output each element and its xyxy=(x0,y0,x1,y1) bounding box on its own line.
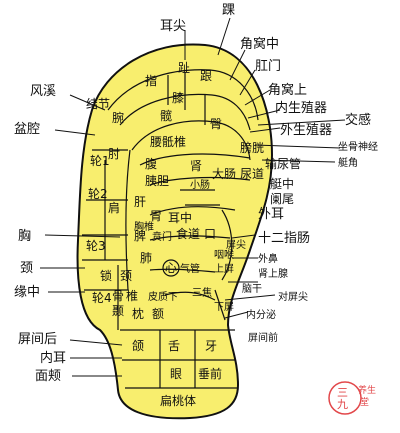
ear-label-suo: 锁 xyxy=(100,268,112,283)
label-gang-men: 肛门 xyxy=(255,59,281,74)
ear-label-she: 舌 xyxy=(168,339,180,353)
ear-label-zhi-2: 趾 xyxy=(178,61,190,75)
watermark-char-1: 三 xyxy=(337,386,348,399)
ear-label-yi-dan: 胰胆 xyxy=(145,174,169,188)
label-wai-er: 外耳 xyxy=(258,207,284,222)
ear-label-fei: 肺 xyxy=(140,251,152,265)
ear-label-e: 额 xyxy=(152,307,164,321)
label-mian-jia: 面颊 xyxy=(35,369,61,384)
ear-label-yan-hou: 咽喉 xyxy=(214,249,234,261)
ear-label-pi: 脾 xyxy=(134,228,146,243)
ear-label-gen: 跟 xyxy=(200,69,212,83)
ear-label-ya: 牙 xyxy=(205,339,217,353)
ear-label-fu: 腹 xyxy=(145,157,157,171)
label-jiao-wo-zhong: 角窝中 xyxy=(240,36,279,52)
ear-label-lun-4: 轮4 xyxy=(92,291,112,305)
ear-label-xiong-zhui: 胸椎 xyxy=(134,220,154,233)
label-feng-xi: 风溪 xyxy=(30,84,56,99)
ear-label-shang-ping: 上屏 xyxy=(214,263,234,275)
label-huai: 踝 xyxy=(222,3,235,18)
ear-label-qi-guan: 气管 xyxy=(180,262,200,275)
ear-region-labels: 指 趾 跟 膝 腕 结节 髋 腰骶椎 臀 膀胱 输尿管 轮1 肘 轮2 肩 轮3… xyxy=(86,61,301,408)
ear-label-zhen: 枕 xyxy=(132,306,144,321)
ear-label-gan: 肝 xyxy=(134,195,146,209)
ear-label-pang-guang: 膀胱 xyxy=(240,140,264,155)
ear-label-zhou: 肘 xyxy=(108,146,120,161)
label-xiong: 胸 xyxy=(18,229,31,244)
ear-label-chui-qian: 垂前 xyxy=(198,366,222,381)
ear-label-lan-wei: 阑尾 xyxy=(270,191,294,206)
ear-label-pi-zhi-xia: 皮质下 xyxy=(148,290,178,303)
ear-label-he: 颌 xyxy=(132,338,144,353)
ear-label-kou: 口 xyxy=(204,227,216,241)
label-ping-jian-hou: 屏间后 xyxy=(18,332,57,347)
ear-label-niao-dao: 尿道 xyxy=(240,167,264,181)
watermark-char-2: 九 xyxy=(337,398,348,411)
ear-label-tun: 臀 xyxy=(210,117,222,131)
outer-labels: 耳尖 踝 角窝中 肛门 角窝上 内生殖器 交感 外生殖器 坐骨神经 艇角 风溪 … xyxy=(14,3,378,384)
label-zuo-gu-shen-jing: 坐骨神经 xyxy=(338,140,378,153)
label-nei-fen-mi: 内分泌 xyxy=(246,308,276,321)
watermark-text-1: 养生 xyxy=(358,384,376,396)
ear-label-bian-tao-ti: 扁桃体 xyxy=(160,393,196,408)
label-ting-jiao: 艇角 xyxy=(338,156,358,169)
label-nao-gan: 脑干 xyxy=(242,282,262,295)
leader-lines xyxy=(40,17,346,377)
label-nei-er: 内耳 xyxy=(40,350,66,366)
region-lines xyxy=(82,69,259,389)
ear-label-san-jiao: 三焦 xyxy=(192,286,212,299)
ear-label-yan: 眼 xyxy=(170,367,182,381)
ear-label-jing-2: 颈 xyxy=(120,269,132,283)
ear-label-xin: 心 xyxy=(165,261,177,275)
ear-outline xyxy=(76,43,274,420)
ear-label-da-chang: 大肠 xyxy=(212,167,236,181)
ear-label-ben-men: 贲门 xyxy=(152,230,172,243)
label-nei-sheng-zhi-qi: 内生殖器 xyxy=(275,100,327,116)
label-jing: 颈 xyxy=(20,261,33,276)
ear-label-xia-ping: 下屏 xyxy=(214,301,234,313)
label-pen-qiang: 盆腔 xyxy=(14,122,40,137)
ear-label-wei: 胃 xyxy=(150,209,162,223)
watermark-logo: 三 九 养生 堂 xyxy=(328,381,376,415)
ear-label-gu: 骨 xyxy=(112,289,124,303)
ear-label-lun-1: 轮1 xyxy=(90,154,110,168)
label-dui-ping-jian: 对屏尖 xyxy=(278,290,308,303)
ear-label-jie-jie: 结节 xyxy=(86,97,110,111)
label-ping-jian-qian: 屏间前 xyxy=(248,331,278,344)
ear-label-kuan: 髋 xyxy=(160,108,172,123)
label-wai-sheng-zhi-qi: 外生殖器 xyxy=(280,122,332,138)
ear-label-zhui: 椎 xyxy=(126,288,138,303)
ear-label-lun-2: 轮2 xyxy=(88,187,108,201)
label-er-jian: 耳尖 xyxy=(160,19,186,34)
label-shi-er-zhi-chang: 十二指肠 xyxy=(258,231,310,246)
ear-label-lun-3: 轮3 xyxy=(86,239,106,253)
ear-label-shi-dao: 食道 xyxy=(176,226,200,241)
label-yuan-zhong: 缘中 xyxy=(14,285,40,300)
ear-label-nie: 颞 xyxy=(112,304,124,318)
ear-label-zhi: 指 xyxy=(145,73,157,88)
ear-label-jian: 肩 xyxy=(108,200,120,215)
ear-label-ting-zhong: 艇中 xyxy=(270,176,294,191)
label-wai-bi: 外鼻 xyxy=(258,252,278,265)
ear-label-xi: 膝 xyxy=(172,91,184,105)
label-shen-shang-xian: 肾上腺 xyxy=(258,267,288,280)
ear-label-xiao-chang: 小肠 xyxy=(190,179,210,191)
ear-label-shu-niao-guan: 输尿管 xyxy=(265,156,301,171)
ear-label-yao-di-zhui: 腰骶椎 xyxy=(150,134,186,149)
watermark-text-2: 堂 xyxy=(360,396,369,408)
ear-label-wan: 腕 xyxy=(112,110,124,125)
watermark-ring xyxy=(328,381,362,415)
ear-label-er-zhong: 耳中 xyxy=(168,210,192,225)
label-jiao-gan: 交感 xyxy=(345,112,371,128)
ear-label-ping-jian: 屏尖 xyxy=(226,238,246,251)
label-jiao-wo-shang: 角窝上 xyxy=(268,82,307,98)
ear-label-shen: 肾 xyxy=(190,159,202,173)
heart-circle xyxy=(162,259,180,277)
